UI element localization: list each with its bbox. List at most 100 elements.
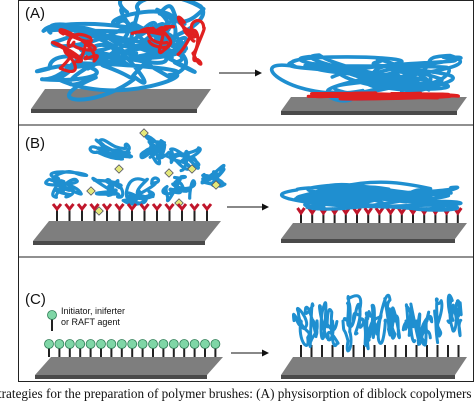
initiator-head	[210, 339, 221, 349]
initiator-label-line-1: Initiator, iniferter	[61, 306, 126, 316]
surface-anchor-site	[189, 203, 200, 212]
brush-chain	[292, 306, 311, 347]
brush-chain	[357, 310, 372, 351]
free-polymer-coil	[91, 176, 125, 199]
brush-chain	[303, 302, 319, 348]
initiator-head	[148, 339, 158, 349]
free-polymer-coil	[161, 174, 197, 203]
surface-anchor-site	[164, 203, 175, 212]
reactive-end-group	[139, 128, 149, 138]
initiator-head	[189, 339, 200, 349]
arrow-head	[262, 203, 269, 211]
substrate-edge	[281, 239, 455, 243]
anchor-block	[51, 28, 99, 73]
initiator-head	[200, 339, 210, 349]
anchor-block	[130, 25, 176, 55]
reactive-end-group	[187, 164, 197, 174]
panel-a	[31, 1, 467, 115]
reactive-end-group	[86, 186, 96, 196]
surface-anchor-site	[352, 207, 362, 216]
brush-chain	[401, 303, 415, 337]
initiator-head	[54, 339, 65, 349]
substrate-surface	[33, 221, 221, 241]
substrate-edge	[35, 375, 207, 379]
grafted-brush	[279, 180, 463, 212]
brush-chain	[454, 299, 463, 338]
free-polymer-coil	[139, 134, 167, 166]
panel-c	[35, 293, 467, 379]
brush-chain	[389, 306, 401, 340]
initiator-head	[47, 310, 57, 320]
arrow-head	[262, 349, 269, 357]
surface-anchor-site	[126, 203, 138, 212]
initiator-head	[137, 339, 148, 349]
surface-anchor-site	[385, 207, 396, 216]
reactive-end-group	[94, 206, 104, 216]
brush-chain	[419, 310, 434, 347]
surface-anchor-site	[114, 203, 125, 212]
substrate-edge	[31, 109, 197, 113]
arrow-head	[255, 69, 262, 77]
surface-anchor-site	[363, 207, 373, 216]
brush-chain	[367, 303, 383, 340]
surface-anchor-site	[176, 203, 188, 212]
adsorbed-anchor-layer	[306, 91, 461, 101]
reactive-end-group	[164, 168, 174, 178]
panel-a-label: (A)	[25, 5, 45, 22]
substrate-surface	[281, 223, 467, 239]
reactive-end-group	[114, 164, 124, 174]
surface-anchor-site	[201, 203, 213, 212]
brush-chain	[325, 308, 340, 347]
initiator-head	[179, 339, 190, 349]
free-polymer-coil	[200, 163, 227, 188]
adsorbed-brush	[270, 53, 463, 103]
initiator-head	[85, 339, 96, 349]
initiator-head	[116, 339, 127, 349]
substrate-surface	[281, 357, 467, 375]
substrate-surface	[281, 97, 467, 111]
initiator-head	[158, 339, 169, 349]
free-polymer-coil	[159, 146, 202, 173]
figure-artwork	[19, 1, 474, 379]
brush-chain	[346, 294, 363, 336]
reactive-end-group	[211, 180, 221, 190]
initiator-label: Initiator, iniferter or RAFT agent	[61, 306, 125, 328]
surface-anchor-site	[64, 203, 75, 212]
initiator-head	[127, 339, 138, 349]
surface-anchor-site	[397, 207, 407, 216]
surface-anchor-site	[76, 203, 88, 212]
caption-text: trategies for the preparation of polymer…	[0, 386, 474, 401]
initiator-head	[64, 339, 75, 349]
figure: (A) (B) (C) Initiator, iniferter or RAFT…	[18, 0, 474, 382]
free-polymer-coil	[44, 170, 89, 199]
figure-caption: trategies for the preparation of polymer…	[0, 386, 474, 406]
initiator-head	[44, 339, 54, 349]
surface-anchor-site	[151, 203, 163, 212]
initiator-label-line-2: or RAFT agent	[61, 317, 120, 327]
surface-anchor-site	[51, 203, 63, 212]
substrate-surface	[31, 89, 211, 109]
surface-anchor-site	[374, 207, 385, 216]
initiator-head	[75, 339, 86, 349]
substrate-edge	[281, 375, 455, 379]
initiator-head	[96, 339, 106, 349]
surface-anchor-site	[139, 203, 150, 212]
substrate-edge	[33, 241, 205, 245]
substrate-surface	[35, 357, 223, 375]
free-polymer-coil	[121, 176, 161, 206]
brush-chain	[446, 293, 458, 333]
surface-anchor-site	[296, 207, 306, 216]
initiator-head	[168, 339, 179, 349]
panel-b	[33, 128, 467, 245]
anchor-block	[176, 15, 206, 66]
panel-b-label: (B)	[25, 135, 45, 152]
free-polymer-coil	[88, 138, 134, 161]
brush-chain	[376, 294, 392, 345]
panel-c-label: (C)	[25, 291, 46, 308]
substrate-edge	[281, 111, 457, 115]
surface-anchor-site	[89, 203, 100, 212]
reactive-end-group	[174, 198, 184, 208]
initiator-head	[106, 339, 117, 349]
brush-chain	[433, 297, 444, 345]
surface-anchor-site	[101, 203, 113, 212]
